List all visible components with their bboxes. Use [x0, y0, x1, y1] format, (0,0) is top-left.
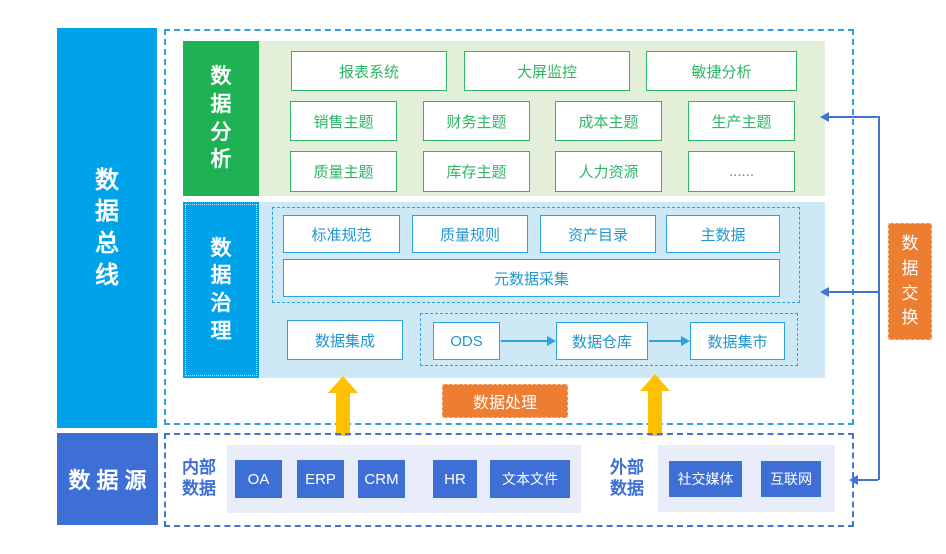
- up-arrow-shaft: [648, 390, 662, 436]
- governance-standards-frame: [272, 207, 800, 303]
- box-label: 敏捷分析: [691, 63, 752, 81]
- data-bus-label: 数据总线: [95, 166, 119, 289]
- box-label: 文本文件: [502, 471, 558, 487]
- box-label: 财务主题: [446, 113, 507, 131]
- box-label: OA: [247, 470, 270, 488]
- gov-box-mart: 数据集市: [690, 322, 785, 360]
- gov-box-integration: 数据集成: [287, 320, 403, 360]
- analysis-box-agile: 敏捷分析: [646, 51, 797, 91]
- analysis-box-bigscreen: 大屏监控: [464, 51, 630, 91]
- arrow-warehouse-to-mart: [649, 340, 682, 342]
- source-box-textfile: 文本文件: [490, 460, 570, 498]
- analysis-box-cost: 成本主题: [555, 101, 662, 141]
- gov-box-standards: 标准规范: [283, 215, 400, 253]
- box-label: ERP: [305, 470, 336, 488]
- analysis-box-quality: 质量主题: [290, 151, 397, 192]
- arrowhead-left-icon: [849, 475, 858, 485]
- main-dashed-frame: [164, 29, 854, 425]
- box-label: 人力资源: [578, 164, 639, 181]
- box-label: CRM: [364, 470, 399, 488]
- governance-pipeline-frame: [420, 313, 798, 366]
- source-box-internet: 互联网: [761, 461, 821, 497]
- connector-vertical-line: [878, 116, 880, 480]
- analysis-box-more: ......: [688, 151, 795, 192]
- box-label: 销售主题: [313, 113, 374, 131]
- analysis-box-sales: 销售主题: [290, 101, 397, 141]
- box-label: 标准规范: [311, 226, 372, 244]
- analysis-box-report: 报表系统: [291, 51, 447, 91]
- arrowhead-left-icon: [820, 287, 829, 297]
- exchange-label: 数据交换: [901, 234, 919, 328]
- processing-label: 数据处理: [472, 395, 537, 412]
- gov-box-ods: ODS: [433, 322, 500, 360]
- up-arrow-icon: [328, 376, 358, 393]
- box-label: ODS: [450, 332, 483, 350]
- source-box-social: 社交媒体: [669, 461, 742, 497]
- box-label: 资产目录: [567, 226, 628, 244]
- up-arrow-shaft: [336, 392, 350, 436]
- gov-box-master-data: 主数据: [666, 215, 780, 253]
- box-label: 库存主题: [446, 164, 507, 181]
- exchange-bar: 数据交换: [888, 223, 932, 340]
- box-label: 数据集成: [314, 332, 375, 350]
- box-label: ......: [728, 163, 754, 180]
- box-label: 质量主题: [313, 164, 374, 181]
- data-bus-bar: 数据总线: [57, 28, 157, 428]
- source-box-crm: CRM: [358, 460, 405, 498]
- box-label: 数据仓库: [571, 333, 632, 351]
- arrowhead-left-icon: [820, 112, 829, 122]
- data-source-label: 数据源: [68, 468, 153, 493]
- connector-line-governance: [829, 291, 878, 293]
- arrowhead-right-icon: [681, 336, 690, 346]
- external-data-label: 外部数据: [610, 458, 644, 499]
- box-label: 报表系统: [338, 63, 399, 81]
- governance-sidebar-label: 数据治理: [210, 236, 232, 343]
- analysis-box-finance: 财务主题: [423, 101, 530, 141]
- analysis-sidebar-label: 数据分析: [210, 65, 232, 172]
- box-label: 成本主题: [578, 113, 639, 131]
- box-label: 互联网: [770, 471, 812, 487]
- analysis-box-production: 生产主题: [688, 101, 795, 141]
- box-label: 主数据: [700, 226, 746, 244]
- analysis-sidebar: 数据分析: [183, 41, 259, 196]
- connector-line-sources: [858, 479, 878, 481]
- data-source-bar: 数据源: [57, 433, 158, 525]
- analysis-box-hr: 人力资源: [555, 151, 662, 192]
- gov-box-asset-catalog: 资产目录: [540, 215, 656, 253]
- box-label: 大屏监控: [516, 63, 577, 81]
- box-label: 生产主题: [711, 113, 772, 131]
- up-arrow-icon: [640, 374, 670, 391]
- source-box-oa: OA: [235, 460, 282, 498]
- processing-chip: 数据处理: [442, 384, 568, 418]
- analysis-box-inventory: 库存主题: [423, 151, 530, 192]
- box-label: 元数据采集: [493, 270, 569, 288]
- box-label: HR: [444, 470, 466, 488]
- gov-box-metadata: 元数据采集: [283, 259, 780, 297]
- connector-line-analysis: [829, 116, 878, 118]
- source-box-erp: ERP: [297, 460, 344, 498]
- internal-data-label: 内部数据: [182, 458, 216, 499]
- source-box-hr: HR: [433, 460, 477, 498]
- gov-box-quality-rules: 质量规则: [412, 215, 528, 253]
- box-label: 社交媒体: [677, 471, 734, 487]
- box-label: 质量规则: [439, 226, 500, 244]
- arrowhead-right-icon: [547, 336, 556, 346]
- box-label: 数据集市: [707, 333, 768, 351]
- arrow-ods-to-warehouse: [501, 340, 548, 342]
- governance-sidebar: 数据治理: [183, 202, 259, 378]
- gov-box-warehouse: 数据仓库: [556, 322, 648, 360]
